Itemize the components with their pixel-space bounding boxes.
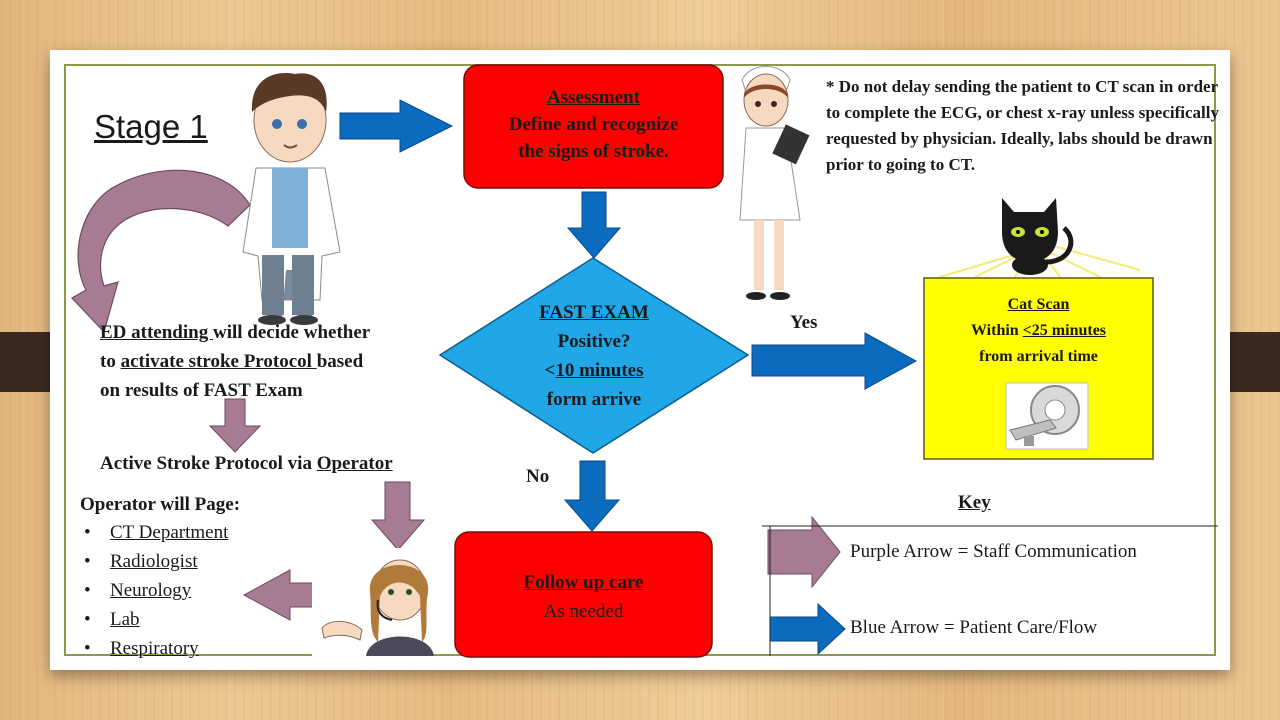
cat-scan-line1: Within <25 minutes	[970, 322, 1107, 339]
blue-arrow-key	[769, 602, 846, 656]
blue-arrow-assessment-to-fast	[566, 191, 622, 259]
operator-item: Lab	[80, 605, 310, 634]
nurse-illustration	[739, 66, 810, 300]
fast-exam-line3: form arrive	[546, 389, 642, 410]
operator-item: Respiratory	[80, 634, 310, 663]
doctor-illustration	[242, 73, 341, 325]
assessment-box	[463, 64, 724, 189]
purple-arrow-protocol-down	[370, 481, 426, 551]
cat-scan-line2: from arrival time	[979, 348, 1098, 365]
follow-up-line1: As needed	[543, 601, 624, 622]
purple-curved-arrow	[71, 169, 251, 334]
no-label: No	[526, 466, 550, 487]
right-tab	[1228, 332, 1280, 392]
ct-delay-note: * Do not delay sending the patient to CT…	[826, 77, 1219, 174]
key-title: Key	[958, 492, 991, 513]
blue-arrow-doctor-to-assessment	[339, 99, 454, 153]
assessment-title: Assessment	[547, 87, 640, 108]
ed-attending-text: ED attending will decide whether to acti…	[100, 322, 371, 401]
yes-label: Yes	[790, 312, 818, 333]
operator-item: Neurology	[80, 576, 310, 605]
stage-title: Stage 1	[94, 108, 208, 145]
purple-arrow-key	[767, 515, 841, 589]
assessment-line2: the signs of stroke.	[518, 141, 669, 162]
left-tab	[0, 332, 52, 392]
blue-arrow-fast-to-followup	[563, 460, 621, 532]
ct-scanner-illustration	[1005, 382, 1089, 450]
blue-arrow-fast-to-catscan	[751, 332, 918, 390]
fast-exam-line1: Positive?	[557, 331, 631, 352]
operator-item: Radiologist	[80, 547, 310, 576]
key-blue-text: Blue Arrow = Patient Care/Flow	[850, 617, 1098, 638]
follow-up-title: Follow up care	[523, 572, 644, 593]
fast-exam-diamond	[438, 257, 750, 454]
follow-up-text: Follow up care As needed	[455, 568, 712, 626]
fast-exam-title: FAST EXAM	[539, 302, 649, 323]
cat-scan-title: Cat Scan	[1007, 296, 1070, 313]
operator-page-list: Operator will Page: CT Department Radiol…	[80, 492, 310, 663]
assessment-line1: Define and recognize	[508, 114, 679, 135]
assessment-text: Assessment Define and recognize the sign…	[464, 84, 723, 165]
operator-item: CT Department	[80, 518, 310, 547]
follow-up-box	[454, 531, 713, 658]
purple-arrow-ed-down	[208, 398, 262, 453]
operator-illustration	[312, 548, 434, 656]
cat-scan-text: Cat Scan Within <25 minutes from arrival…	[924, 292, 1153, 370]
fast-exam-text: FAST EXAM Positive? <10 minutes form arr…	[478, 298, 710, 414]
operator-heading: Operator will Page:	[80, 494, 241, 515]
active-protocol-text: Active Stroke Protocol via Operator	[100, 453, 393, 474]
cat-illustration	[1002, 198, 1074, 275]
fast-exam-line2: <10 minutes	[544, 360, 644, 381]
key-purple-text: Purple Arrow = Staff Communication	[850, 541, 1137, 562]
